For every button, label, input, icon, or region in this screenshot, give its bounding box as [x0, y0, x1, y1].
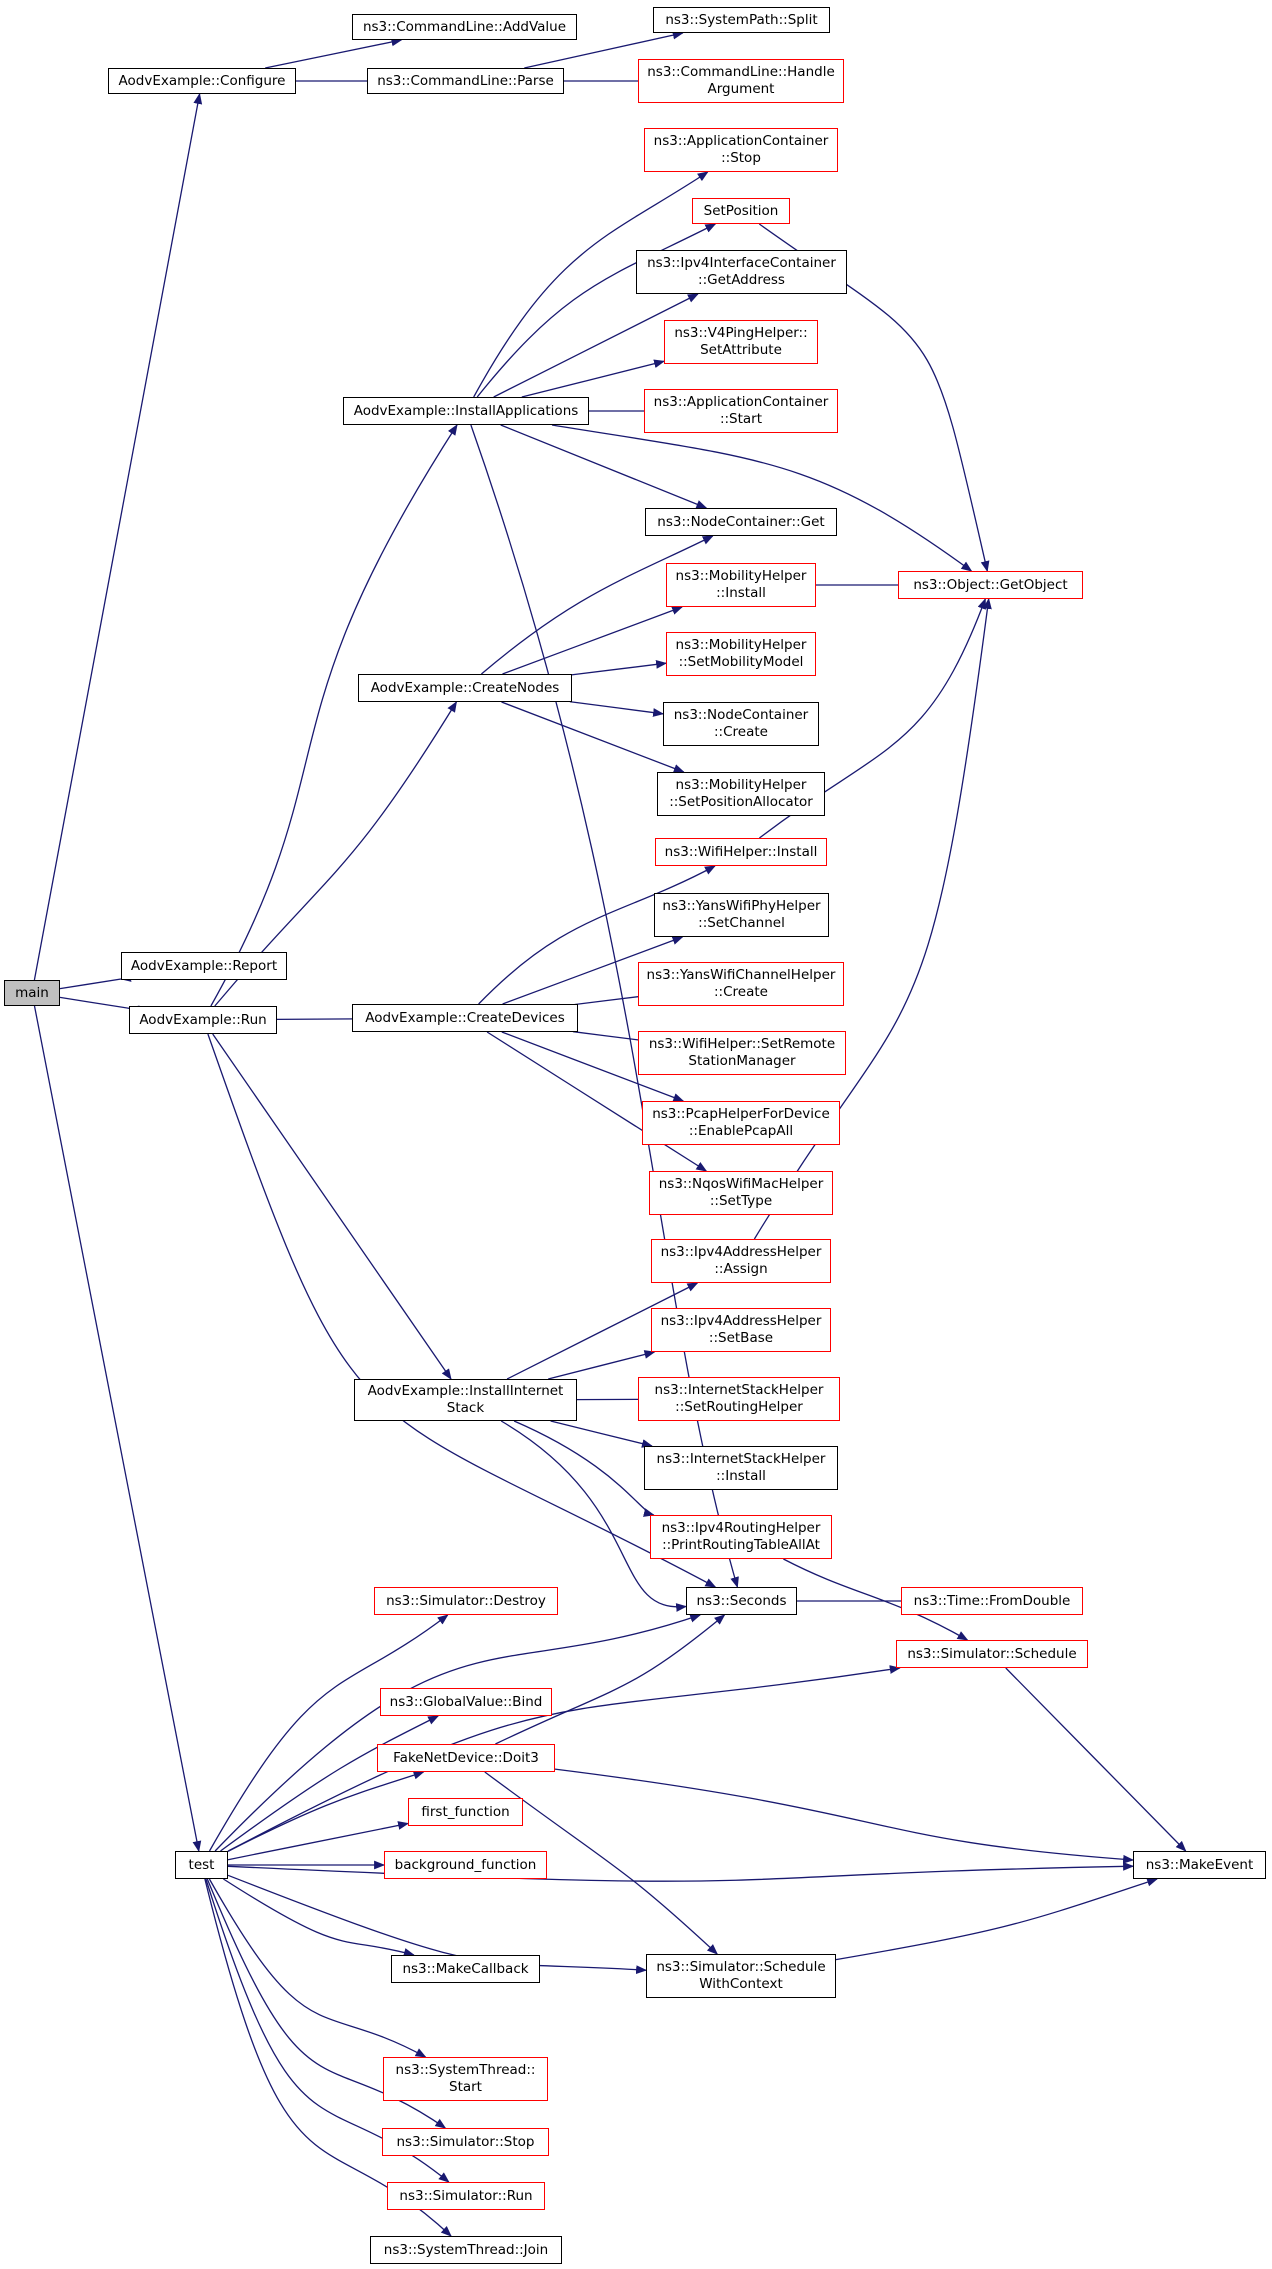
node-ishinstall[interactable]: ns3::InternetStackHelper ::Install [644, 1446, 838, 1490]
node-nodeget[interactable]: ns3::NodeContainer::Get [645, 508, 837, 536]
edge-printrouting-to-schedule [783, 1558, 969, 1641]
node-setchannel[interactable]: ns3::YansWifiPhyHelper ::SetChannel [654, 893, 829, 937]
edge-installapps-to-appstop [473, 171, 709, 398]
edge-schedctx-to-makeevent [835, 1877, 1159, 1961]
node-setposition[interactable]: SetPosition [692, 198, 790, 224]
node-threadstart[interactable]: ns3::SystemThread:: Start [383, 2057, 548, 2101]
edge-installapps-to-setposition [476, 223, 717, 398]
edge-createdevices-to-nqos [486, 1031, 708, 1172]
node-createdevices[interactable]: AodvExample::CreateDevices [352, 1004, 578, 1032]
node-test[interactable]: test [175, 1851, 228, 1879]
edge-configure-to-addvalue [265, 37, 403, 69]
edge-installinternet-to-setbase [548, 1350, 656, 1380]
edge-createdevices-to-setchannel [502, 936, 684, 1005]
edge-test-to-seconds [214, 1614, 702, 1852]
edge-run-to-installinternet [212, 1033, 452, 1380]
node-assign[interactable]: ns3::Ipv4AddressHelper ::Assign [651, 1239, 831, 1283]
edge-installinternet-to-printrouting [513, 1420, 655, 1517]
edge-createnodes-to-setmobmodel [569, 660, 668, 676]
node-mobinstall[interactable]: ns3::MobilityHelper ::Install [666, 563, 816, 607]
node-getaddress[interactable]: ns3::Ipv4InterfaceContainer ::GetAddress [636, 250, 847, 294]
node-setmobmodel[interactable]: ns3::MobilityHelper ::SetMobilityModel [666, 632, 816, 676]
node-simdestroy[interactable]: ns3::Simulator::Destroy [374, 1587, 558, 1615]
node-configure[interactable]: AodvExample::Configure [108, 68, 296, 94]
edge-installapps-to-v4ping [521, 359, 666, 398]
edge-doit3-to-schedctx [484, 1771, 719, 1955]
edge-schedule-to-makeevent [1005, 1667, 1187, 1852]
node-doit3[interactable]: FakeNetDevice::Doit3 [377, 1744, 555, 1772]
edge-test-to-makecallback [223, 1878, 415, 1957]
node-getobject[interactable]: ns3::Object::GetObject [898, 571, 1083, 599]
edge-createnodes-to-nccreate [569, 701, 665, 717]
call-edges [33, 30, 1187, 2237]
node-printrouting[interactable]: ns3::Ipv4RoutingHelper ::PrintRoutingTab… [650, 1515, 832, 1559]
node-threadjoin[interactable]: ns3::SystemThread::Join [370, 2236, 562, 2264]
edge-main-to-run [59, 996, 140, 1015]
node-setremote[interactable]: ns3::WifiHelper::SetRemote StationManage… [638, 1031, 846, 1075]
node-installapps[interactable]: AodvExample::InstallApplications [343, 397, 589, 425]
node-setrouting[interactable]: ns3::InternetStackHelper ::SetRoutingHel… [638, 1377, 840, 1421]
node-installinternet[interactable]: AodvExample::InstallInternet Stack [354, 1379, 577, 1421]
node-pcap[interactable]: ns3::PcapHelperForDevice ::EnablePcapAll [642, 1101, 840, 1145]
node-yanscreate[interactable]: ns3::YansWifiChannelHelper ::Create [638, 962, 844, 1006]
node-schedctx[interactable]: ns3::Simulator::Schedule WithContext [646, 1954, 836, 1998]
edge-test-to-makeevent [227, 1861, 1135, 1882]
edge-test-to-schedule [227, 1665, 901, 1852]
node-report[interactable]: AodvExample::Report [121, 952, 287, 980]
edge-doit3-to-makeevent [554, 1768, 1135, 1864]
node-v4ping[interactable]: ns3::V4PingHelper:: SetAttribute [664, 320, 818, 364]
node-createnodes[interactable]: AodvExample::CreateNodes [358, 674, 572, 702]
edge-main-to-test [33, 1005, 202, 1853]
edge-test-to-threadstart [208, 1878, 427, 2058]
node-bgfn[interactable]: background_function [384, 1851, 547, 1879]
edge-createnodes-to-setposalloc [501, 701, 685, 773]
node-makeevent[interactable]: ns3::MakeEvent [1133, 1851, 1266, 1879]
edge-run-to-createdevices [276, 1014, 362, 1024]
edge-parse-to-split [524, 30, 684, 69]
node-nccreate[interactable]: ns3::NodeContainer ::Create [663, 702, 819, 746]
node-addvalue[interactable]: ns3::CommandLine::AddValue [352, 14, 577, 40]
node-split[interactable]: ns3::SystemPath::Split [653, 7, 830, 33]
node-wifiinstall[interactable]: ns3::WifiHelper::Install [655, 838, 827, 866]
edge-test-to-simdestroy [208, 1614, 449, 1852]
edge-createnodes-to-nodeget [480, 535, 714, 675]
edge-createnodes-to-mobinstall [502, 606, 684, 675]
node-nqos[interactable]: ns3::NqosWifiMacHelper ::SetType [649, 1171, 833, 1215]
edge-doit3-to-seconds [495, 1614, 726, 1745]
edge-installinternet-to-seconds [500, 1420, 688, 1612]
node-schedule[interactable]: ns3::Simulator::Schedule [896, 1640, 1088, 1668]
edge-test-to-gvbind [220, 1715, 440, 1852]
node-makecallback[interactable]: ns3::MakeCallback [391, 1955, 540, 1983]
edge-installapps-to-nodeget [500, 424, 708, 509]
edge-run-to-installapps [210, 424, 458, 1007]
node-seconds[interactable]: ns3::Seconds [686, 1587, 797, 1615]
node-handlearg[interactable]: ns3::CommandLine::Handle Argument [638, 59, 844, 103]
node-gvbind[interactable]: ns3::GlobalValue::Bind [380, 1688, 552, 1716]
node-run[interactable]: AodvExample::Run [129, 1006, 277, 1034]
node-simrun[interactable]: ns3::Simulator::Run [387, 2182, 545, 2210]
edge-test-to-doit3 [227, 1770, 425, 1852]
edge-installinternet-to-assign [506, 1282, 699, 1380]
node-firstfn[interactable]: first_function [408, 1798, 523, 1826]
node-parse[interactable]: ns3::CommandLine::Parse [367, 68, 564, 94]
edge-installapps-to-getaddress [493, 293, 699, 398]
edge-createdevices-to-yanscreate [574, 991, 649, 1006]
edge-installapps-to-getobject [551, 424, 973, 572]
node-fromdouble[interactable]: ns3::Time::FromDouble [901, 1587, 1083, 1615]
edge-installinternet-to-ishinstall [550, 1420, 653, 1448]
edge-main-to-report [59, 973, 132, 990]
node-setbase[interactable]: ns3::Ipv4AddressHelper ::SetBase [651, 1308, 831, 1352]
node-main: main [4, 980, 60, 1006]
node-setposalloc[interactable]: ns3::MobilityHelper ::SetPositionAllocat… [657, 772, 825, 816]
edge-createdevices-to-wifiinstall [478, 865, 716, 1005]
edge-main-to-configure [33, 92, 203, 981]
edge-test-to-firstfn [227, 1821, 410, 1861]
edge-createdevices-to-pcap [501, 1031, 685, 1102]
node-appstop[interactable]: ns3::ApplicationContainer ::Stop [644, 128, 838, 172]
node-simstop[interactable]: ns3::Simulator::Stop [382, 2128, 549, 2156]
node-appstart[interactable]: ns3::ApplicationContainer ::Start [644, 389, 838, 433]
